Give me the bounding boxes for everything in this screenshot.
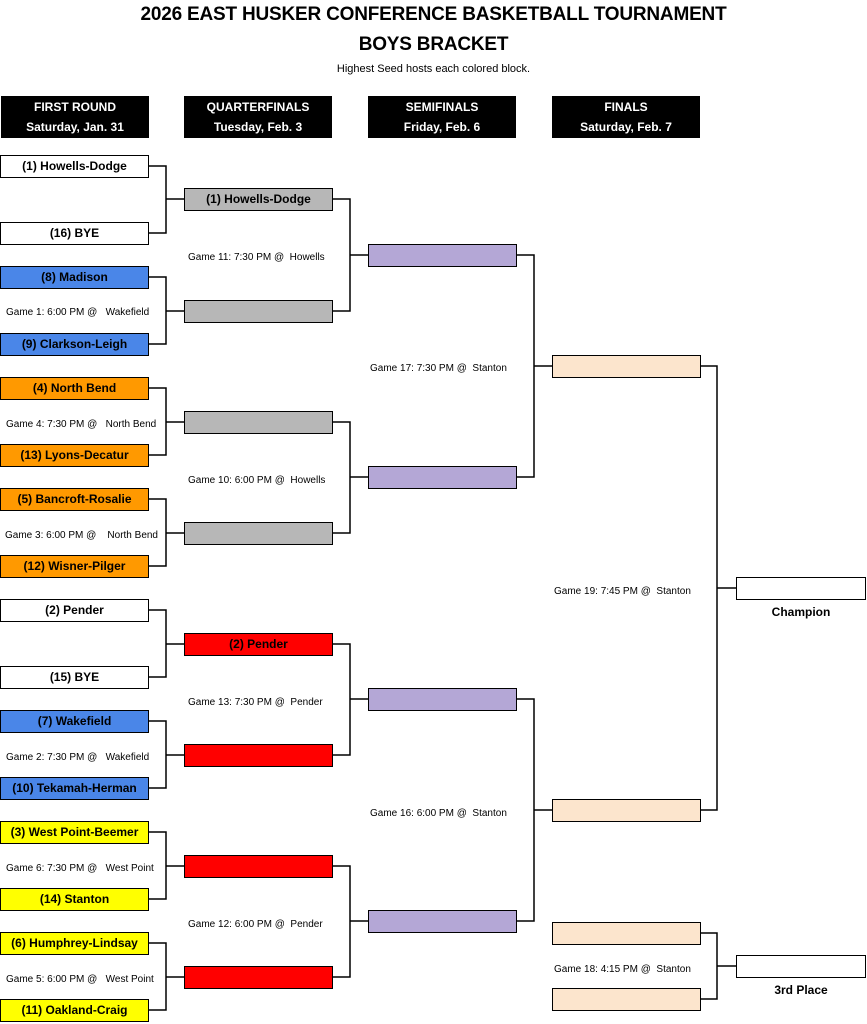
connector-sf-2 — [517, 698, 552, 922]
page-subtitle: BOYS BRACKET — [358, 34, 509, 55]
header-round-date: Friday, Feb. 6 — [403, 120, 481, 134]
team-slot: (10) Tekamah-Herman — [0, 777, 149, 800]
connector-final — [700, 365, 736, 811]
game-label: Game 13: 7:30 PM @ Pender — [188, 697, 323, 708]
third-place-label: 3rd Place — [774, 983, 828, 997]
connector-r1-5 — [149, 609, 184, 678]
team-slot: (6) Humphrey-Lindsay — [0, 932, 149, 955]
team-slot: (1) Howells-Dodge — [0, 155, 149, 178]
game-label: Game 12: 6:00 PM @ Pender — [188, 919, 323, 930]
third-place-slot — [552, 922, 701, 945]
game-label: Game 3: 6:00 PM @ North Bend — [5, 530, 158, 541]
team-slot: (8) Madison — [0, 266, 149, 289]
semifinal-slot — [368, 688, 517, 711]
team-slot: (2) Pender — [0, 599, 149, 622]
semifinal-slot — [368, 910, 517, 933]
team-slot: (9) Clarkson-Leigh — [0, 333, 149, 356]
header-quarterfinals: QUARTERFINALS Tuesday, Feb. 3 — [184, 96, 332, 138]
connector-r1-7 — [149, 831, 184, 900]
hosting-note: Highest Seed hosts each colored block. — [336, 63, 531, 75]
final-slot — [552, 355, 701, 378]
quarterfinal-slot: (1) Howells-Dodge — [184, 188, 333, 211]
third-place-result-slot — [736, 955, 866, 978]
game-label: Game 6: 7:30 PM @ West Point — [6, 863, 154, 874]
team-slot: (12) Wisner-Pilger — [0, 555, 149, 578]
game-label: Game 1: 6:00 PM @ Wakefield — [6, 307, 150, 318]
third-place-slot — [552, 988, 701, 1011]
team-slot: (14) Stanton — [0, 888, 149, 911]
header-first-round: FIRST ROUND Saturday, Jan. 31 — [1, 96, 149, 138]
team-slot: (15) BYE — [0, 666, 149, 689]
quarterfinal-slot — [184, 522, 333, 545]
connector-qf-2 — [333, 421, 368, 534]
connector-r1-8 — [149, 942, 184, 1011]
connector-qf-3 — [333, 643, 368, 756]
connector-r1-6 — [149, 720, 184, 789]
connector-qf-4 — [333, 865, 368, 978]
header-round-date: Tuesday, Feb. 3 — [213, 120, 303, 134]
connector-r1-4 — [149, 498, 184, 567]
header-round-name: FIRST ROUND — [34, 100, 116, 114]
header-round-date: Saturday, Feb. 7 — [580, 120, 672, 134]
semifinal-slot — [368, 244, 517, 267]
quarterfinal-slot — [184, 300, 333, 323]
page-title: 2026 EAST HUSKER CONFERENCE BASKETBALL T… — [140, 4, 727, 25]
connector-qf-1 — [333, 198, 368, 312]
quarterfinal-slot — [184, 966, 333, 989]
quarterfinal-slot — [184, 855, 333, 878]
game-label: Game 19: 7:45 PM @ Stanton — [554, 586, 691, 597]
header-round-date: Saturday, Jan. 31 — [26, 120, 124, 134]
connector-sf-1 — [517, 254, 552, 478]
quarterfinal-slot — [184, 744, 333, 767]
team-slot: (4) North Bend — [0, 377, 149, 400]
header-semifinals: SEMIFINALS Friday, Feb. 6 — [368, 96, 516, 138]
header-round-name: FINALS — [604, 100, 648, 114]
game-label: Game 5: 6:00 PM @ West Point — [6, 974, 154, 985]
team-slot: (13) Lyons-Decatur — [0, 444, 149, 467]
semifinal-slot — [368, 466, 517, 489]
champion-slot — [736, 577, 866, 600]
game-label: Game 11: 7:30 PM @ Howells — [188, 252, 325, 263]
final-slot — [552, 799, 701, 822]
team-slot: (7) Wakefield — [0, 710, 149, 733]
champion-label: Champion — [771, 605, 831, 619]
quarterfinal-slot — [184, 411, 333, 434]
quarterfinal-slot: (2) Pender — [184, 633, 333, 656]
game-label: Game 17: 7:30 PM @ Stanton — [370, 363, 507, 374]
team-slot: (5) Bancroft-Rosalie — [0, 488, 149, 511]
game-label: Game 10: 6:00 PM @ Howells — [188, 475, 326, 486]
team-slot: (3) West Point-Beemer — [0, 821, 149, 844]
team-slot: (16) BYE — [0, 222, 149, 245]
game-label: Game 2: 7:30 PM @ Wakefield — [6, 752, 150, 763]
connector-r1-2 — [149, 276, 184, 345]
team-slot: (11) Oakland-Craig — [0, 999, 149, 1022]
game-label: Game 16: 6:00 PM @ Stanton — [370, 808, 507, 819]
game-label: Game 4: 7:30 PM @ North Bend — [6, 419, 157, 430]
connector-r1-1 — [149, 165, 184, 234]
header-round-name: SEMIFINALS — [405, 100, 479, 114]
game-label: Game 18: 4:15 PM @ Stanton — [554, 964, 691, 975]
header-round-name: QUARTERFINALS — [206, 100, 310, 114]
header-finals: FINALS Saturday, Feb. 7 — [552, 96, 700, 138]
connector-r1-3 — [149, 387, 184, 456]
connector-third — [700, 932, 736, 1000]
